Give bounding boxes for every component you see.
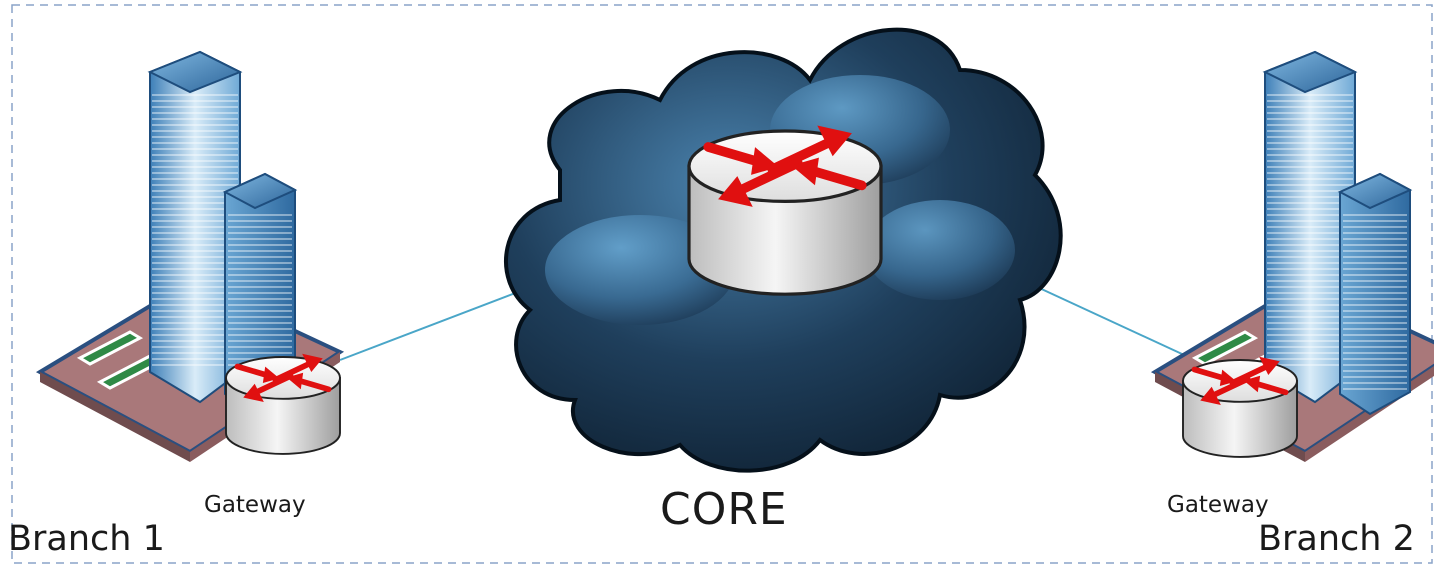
dashed-frame bbox=[11, 4, 1433, 564]
router-icon bbox=[226, 355, 340, 454]
gateway-label-branch-2: Gateway bbox=[1167, 492, 1269, 518]
router-icon bbox=[1183, 358, 1297, 457]
router-icon bbox=[689, 128, 881, 294]
core-label: CORE bbox=[660, 484, 788, 535]
branch-1-label: Branch 1 bbox=[8, 519, 165, 559]
link-branch1-core bbox=[339, 291, 519, 361]
link-core-branch2 bbox=[1021, 279, 1196, 361]
branch-2-label: Branch 2 bbox=[1258, 519, 1415, 559]
gateway-label-branch-1: Gateway bbox=[204, 492, 306, 518]
